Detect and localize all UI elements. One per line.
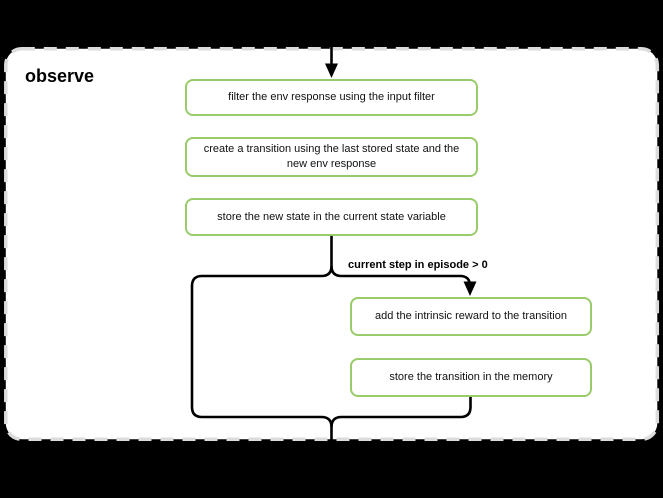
arrow-down-icon [463,281,477,296]
flow-node-store-transition: store the transition in the memory [350,358,592,397]
flow-node-label: store the new state in the current state… [217,210,446,223]
connector-bypass-branch [190,236,333,446]
group-title-observe: observe [25,66,95,86]
connector-condition-branch [330,265,472,287]
flow-node-add-intrinsic-reward: add the intrinsic reward to the transiti… [350,297,592,336]
flow-node-label: create a transition using the last store… [203,143,460,170]
flow-node-label: add the intrinsic reward to the transiti… [375,310,567,323]
flow-node-create-transition: create a transition using the last store… [185,137,478,177]
flow-node-store-state: store the new state in the current state… [185,198,478,236]
flow-node-filter-env-response: filter the env response using the input … [185,79,478,116]
arrow-down-icon [325,63,338,78]
condition-label: current step in episode > 0 [348,259,488,271]
flow-node-label: filter the env response using the input … [228,91,435,104]
flow-node-label: store the transition in the memory [389,371,553,384]
connector-join [330,397,472,428]
